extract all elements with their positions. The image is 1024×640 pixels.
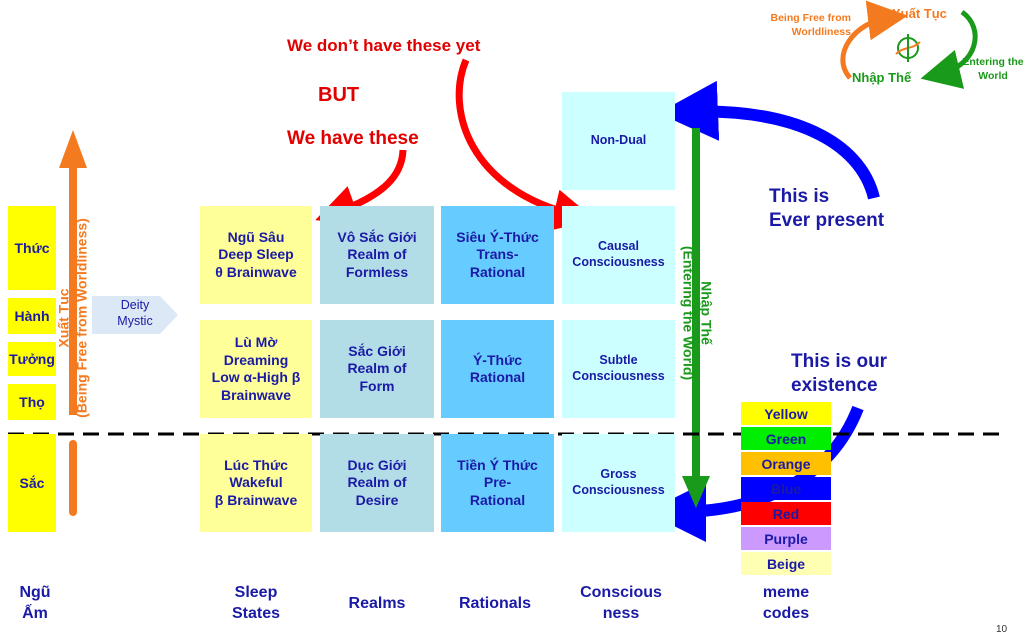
skandha-hanh: Hành	[8, 298, 56, 334]
orange-up-arrow	[59, 130, 87, 516]
nhap-the-vertical-label: Nhập Thế (Entering the World)	[681, 245, 715, 381]
skandha-tuong: Tưởng	[8, 342, 56, 376]
red-arrow-to-realms	[315, 149, 407, 226]
meme-beige: Beige	[741, 552, 831, 575]
green-down-arrow	[682, 128, 710, 508]
cycle-entering-label: Entering the World	[962, 56, 1024, 82]
cycle-nhap-the-label: Nhập Thế	[852, 70, 912, 85]
cycle-green-arc	[920, 9, 978, 89]
deity-mystic-arrow	[92, 296, 178, 334]
col-label-realms: Realms	[348, 595, 406, 612]
skandha-sac: Sắc	[8, 434, 56, 532]
deity-mystic-label: Deity Mystic	[117, 298, 153, 329]
cycle-xuat-tuc-label: Xuất Tục	[892, 6, 947, 21]
meme-red: Red	[741, 502, 831, 525]
dont-have-text: We don’t have these yet	[287, 36, 481, 55]
meme-green: Green	[741, 427, 831, 450]
skandha-tho: Thọ	[8, 384, 56, 420]
cycle-being-free-label: Being Free from Worldliness	[770, 12, 851, 38]
meme-yellow: Yellow	[741, 402, 831, 425]
blue-arrow-ever-present	[658, 80, 880, 200]
meme-blue: Blue	[741, 477, 831, 500]
col-label-rationals: Rationals	[458, 595, 531, 612]
meme-purple: Purple	[741, 527, 831, 550]
we-have-text: We have these	[287, 128, 419, 149]
meme-orange: Orange	[741, 452, 831, 475]
but-text: BUT	[318, 84, 360, 106]
cycle-diagram	[840, 0, 978, 89]
yin-yang-icon	[895, 34, 921, 62]
consciousness-nondual-box: Non-Dual	[562, 92, 675, 190]
xuat-tuc-vertical-label: Xuất Tục (Being Free from Worldliness)	[55, 218, 90, 418]
page-number: 10	[996, 624, 1008, 635]
skandha-thuc: Thức	[8, 206, 56, 290]
cycle-orange-arc	[840, 0, 908, 80]
red-arrow-to-causal	[455, 58, 596, 231]
